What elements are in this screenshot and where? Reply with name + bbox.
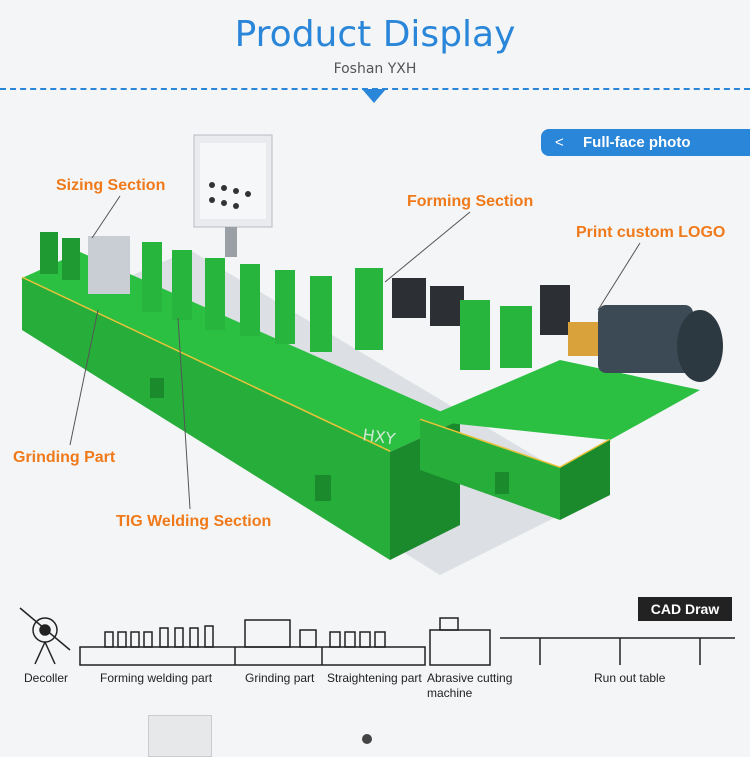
motor-base-side [560,440,610,520]
cabinet-stand [225,227,237,257]
next-product-icon [362,734,372,744]
diagram-label-grinding: Grinding part [245,671,315,685]
callout-sizing-section: Sizing Section [56,177,166,194]
motor-base-front [420,420,560,520]
motor-base-top [420,360,700,440]
motor-body [598,305,693,373]
diagram-label-forming-welding: Forming welding part [100,671,213,685]
machine-base-front [22,278,390,560]
callout-print-logo: Print custom LOGO [576,224,726,241]
diagram-label-run-out-table: Run out table [594,671,666,685]
motor-end-cap [677,310,723,382]
divider-pointer-icon [362,89,386,103]
access-door [315,475,331,501]
diagram-label-abrasive-cutting: Abrasive cutting [427,671,513,685]
diagram-label-decoller: Decoller [24,671,69,685]
coupling [568,322,598,356]
full-face-photo-button[interactable]: < Full-face photo [541,129,750,156]
machine-base-top [22,252,460,452]
control-panel [200,143,266,219]
callout-tig-welding-section: TIG Welding Section [116,513,272,530]
cad-line-diagram [19,607,735,666]
roll-stands [40,232,570,370]
callout-grinding-part: Grinding Part [13,449,116,466]
access-door [495,472,509,494]
full-face-photo-label: Full-face photo [583,134,691,151]
tube-mill-machine-illustration: HXY [21,134,723,575]
cad-draw-badge: CAD Draw [638,597,732,621]
diagram-label-abrasive-machine: machine [427,686,473,700]
next-product-image [148,715,212,757]
diagram-label-straightening: Straightening part [327,671,422,685]
page-title: Product Display [234,14,516,55]
control-knobs [209,182,251,209]
brand-mark: HXY [361,425,396,448]
callout-forming-section: Forming Section [407,193,534,210]
access-door [150,378,164,398]
page-subtitle: Foshan YXH [333,61,417,77]
chevron-left-icon: < [555,134,564,151]
